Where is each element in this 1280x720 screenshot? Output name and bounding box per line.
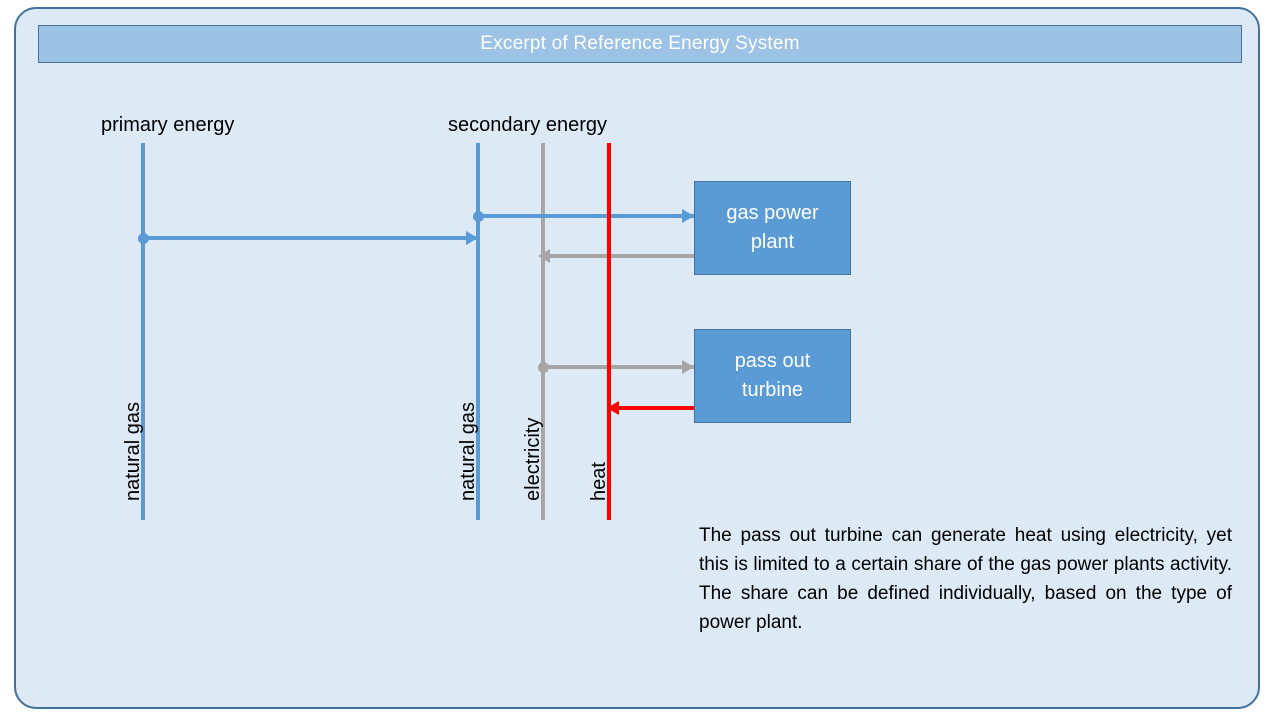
flow-electricity-to-pass-out-turbine[interactable] [543, 365, 694, 369]
heading-primary-energy: primary energy [101, 114, 235, 136]
arrowhead-left-icon [538, 249, 550, 263]
carrier-line-primary-natural-gas[interactable] [141, 143, 145, 520]
carrier-line-electricity[interactable] [541, 143, 545, 520]
title-bar: Excerpt of Reference Energy System [38, 25, 1242, 63]
process-label-line1: gas power [726, 202, 819, 224]
arrowhead-left-icon [607, 401, 619, 415]
process-box-pass-out-turbine[interactable]: pass out turbine [694, 329, 851, 423]
flow-secondary-gas-to-gas-power-plant[interactable] [478, 214, 694, 218]
page-title: Excerpt of Reference Energy System [480, 33, 800, 54]
flow-primary-gas-to-secondary-gas[interactable] [143, 236, 478, 240]
process-label-line2: plant [750, 231, 795, 253]
flow-gas-power-plant-to-electricity[interactable] [543, 254, 694, 258]
heading-secondary-energy: secondary energy [448, 114, 607, 136]
carrier-label-primary-natural-gas: natural gas [122, 402, 144, 501]
process-label-line2: turbine [741, 379, 804, 401]
process-box-gas-power-plant[interactable]: gas power plant [694, 181, 851, 275]
arrowhead-right-icon [682, 360, 694, 374]
process-label-line1: pass out [734, 350, 811, 372]
junction-dot-secondary-gas [473, 211, 484, 222]
description-text: The pass out turbine can generate heat u… [699, 525, 1232, 633]
carrier-line-heat[interactable] [607, 143, 611, 520]
carrier-label-secondary-natural-gas: natural gas [457, 402, 479, 501]
arrowhead-right-icon [682, 209, 694, 223]
carrier-label-electricity: electricity [522, 417, 544, 501]
flow-pass-out-turbine-to-heat[interactable] [609, 406, 694, 410]
slide-frame [14, 7, 1260, 709]
arrowhead-right-icon [466, 231, 478, 245]
carrier-line-secondary-natural-gas[interactable] [476, 143, 480, 520]
junction-dot-electricity [538, 362, 549, 373]
junction-dot-primary-gas [138, 233, 149, 244]
